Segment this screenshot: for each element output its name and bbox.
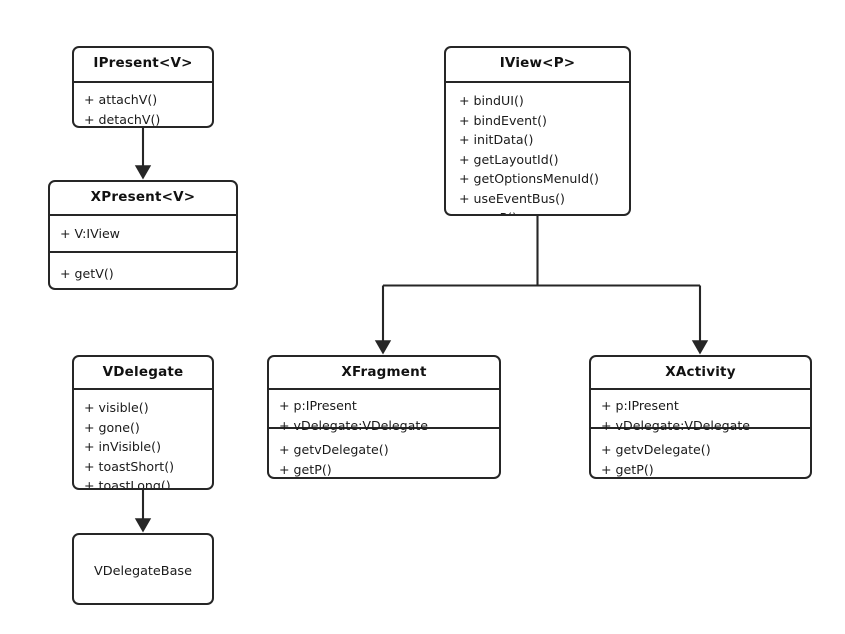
method-item: + getV() <box>60 266 114 281</box>
class-methods-compartment: + getvDelegate() + getP() <box>269 427 499 477</box>
method-item: + inVisible() <box>84 439 162 455</box>
method-item: + getP() <box>601 461 654 477</box>
edge-iview-to-subclasses <box>374 216 709 355</box>
class-title-compartment: XPresent<V> <box>50 182 236 214</box>
method-item: + useEventBus() <box>459 190 565 206</box>
attribute-item: + p:IPresent <box>601 398 679 413</box>
method-item: + getP() <box>279 461 332 477</box>
method-item: + detachV() <box>84 111 161 127</box>
class-name-xfragment: XFragment <box>341 364 427 380</box>
class-box-iview[interactable]: IView<P> + bindUI() + bindEvent() + init… <box>444 46 631 216</box>
method-item: + bindEvent() <box>459 112 547 128</box>
class-title-compartment: VDelegateBase <box>74 535 212 603</box>
class-methods-compartment: + bindUI() + bindEvent() + initData() + … <box>446 81 629 214</box>
class-title-compartment: IView<P> <box>446 48 629 81</box>
class-name-xpresent: XPresent<V> <box>90 189 196 205</box>
class-title-compartment: IPresent<V> <box>74 48 212 81</box>
class-attributes-compartment: + V:IView <box>50 214 236 251</box>
attribute-item: + p:IPresent <box>279 398 357 413</box>
class-name-ipresent: IPresent<V> <box>93 55 193 71</box>
method-item: + getvDelegate() <box>601 442 711 457</box>
class-name-iview: IView<P> <box>499 55 576 71</box>
class-attributes-compartment: + p:IPresent + vDelegate:VDelegate <box>591 388 810 433</box>
class-methods-compartment: + attachV() + detachV() <box>74 81 212 127</box>
attribute-item: + V:IView <box>60 226 120 241</box>
method-item: + getOptionsMenuId() <box>459 171 599 187</box>
class-box-ipresent[interactable]: IPresent<V> + attachV() + detachV() <box>72 46 214 128</box>
method-item: + initData() <box>459 132 534 148</box>
method-item: + visible() <box>84 400 149 415</box>
class-methods-compartment: + getV() <box>50 251 236 288</box>
class-box-vdelegate[interactable]: VDelegate + visible() + gone() + inVisib… <box>72 355 214 490</box>
class-box-xfragment[interactable]: XFragment + p:IPresent + vDelegate:VDele… <box>267 355 501 479</box>
method-item: + bindUI() <box>459 93 524 108</box>
class-box-xpresent[interactable]: XPresent<V> + V:IView + getV() <box>48 180 238 290</box>
class-methods-compartment: + visible() + gone() + inVisible() + toa… <box>74 388 212 490</box>
class-attributes-compartment: + p:IPresent + vDelegate:VDelegate <box>269 388 499 433</box>
class-title-compartment: XFragment <box>269 357 499 388</box>
class-title-compartment: VDelegate <box>74 357 212 388</box>
method-item: + attachV() <box>84 92 158 107</box>
method-item: + toastShort() <box>84 458 175 474</box>
class-box-vdelegatebase[interactable]: VDelegateBase <box>72 533 214 605</box>
method-item: + newP() <box>459 208 629 214</box>
method-item: + toastLong() <box>84 478 171 490</box>
class-name-vdelegate: VDelegate <box>102 364 184 380</box>
class-title-compartment: XActivity <box>591 357 810 388</box>
class-name-xactivity: XActivity <box>665 364 736 380</box>
method-item: + gone() <box>84 419 140 435</box>
class-methods-compartment: + getvDelegate() + getP() <box>591 427 810 477</box>
attribute-item: + vDelegate:VDelegate <box>601 417 751 433</box>
attribute-item: + vDelegate:VDelegate <box>279 417 429 433</box>
method-item: + getvDelegate() <box>279 442 389 457</box>
method-item: + getLayoutId() <box>459 151 559 167</box>
class-name-vdelegatebase: VDelegateBase <box>94 563 192 579</box>
class-box-xactivity[interactable]: XActivity + p:IPresent + vDelegate:VDele… <box>589 355 812 479</box>
